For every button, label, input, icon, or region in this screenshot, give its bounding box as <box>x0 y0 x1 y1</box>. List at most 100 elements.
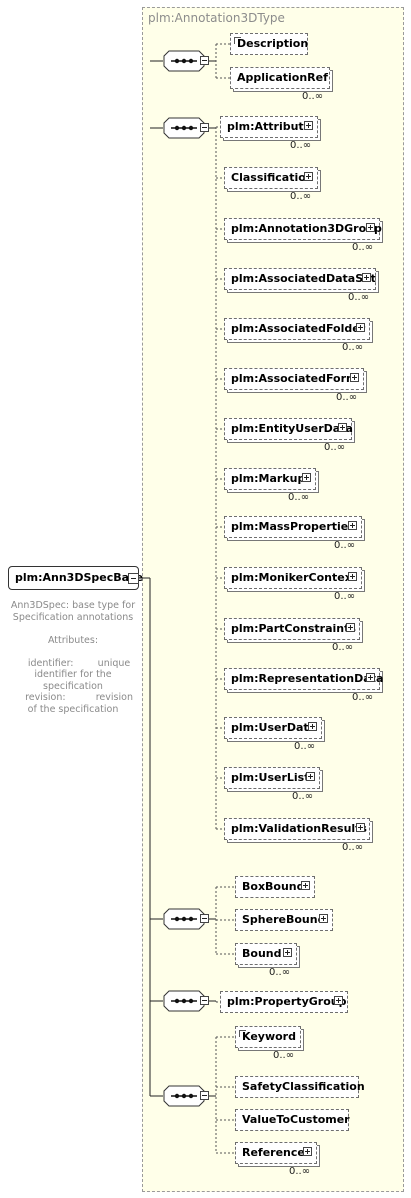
sequence-compositor-icon[interactable] <box>163 990 205 1012</box>
element-plm-monikercontext[interactable]: plm:MonikerContext <box>224 567 362 589</box>
expand-icon[interactable] <box>334 996 343 1005</box>
element-plm-userdata[interactable]: plm:UserData <box>224 717 322 739</box>
documentation-icon <box>234 37 241 44</box>
element-label: plm:AssociatedFolder <box>231 322 366 335</box>
sequence-compositor-icon[interactable] <box>163 117 205 139</box>
cardinality-label: 0..∞ <box>324 442 346 453</box>
cardinality-label: 0..∞ <box>294 741 316 752</box>
element-plm-validationresults[interactable]: plm:ValidationResults <box>224 818 370 840</box>
cardinality-label: 0..∞ <box>290 191 312 202</box>
expand-icon[interactable] <box>301 881 310 890</box>
element-label: plm:UserList <box>231 771 310 784</box>
cardinality-label: 0..∞ <box>289 1166 311 1177</box>
element-label: plm:Markup <box>231 472 306 485</box>
element-label: Bound <box>242 947 282 960</box>
expand-icon[interactable] <box>338 423 347 432</box>
sequence-compositor-icon[interactable] <box>163 50 205 72</box>
root-element-label: plm:Ann3DSpecBase <box>15 571 144 584</box>
element-label: plm:AssociatedForm <box>231 372 358 385</box>
element-plm-partconstraints[interactable]: plm:PartConstraints <box>224 618 360 640</box>
expand-icon[interactable] <box>283 948 292 957</box>
cardinality-label: 0..∞ <box>269 967 291 978</box>
complex-type-title: plm:Annotation3DType <box>148 11 285 25</box>
element-label: plm:PartConstraints <box>231 622 356 635</box>
element-valuetocustomer[interactable]: ValueToCustomer <box>235 1109 350 1131</box>
cardinality-label: 0..∞ <box>342 342 364 353</box>
expand-icon[interactable] <box>350 373 359 382</box>
element-label: plm:EntityUserData <box>231 422 353 435</box>
element-plm-associatedform[interactable]: plm:AssociatedForm <box>224 368 364 390</box>
expand-icon[interactable] <box>304 172 313 181</box>
collapse-icon[interactable] <box>128 573 139 584</box>
cardinality-label: 0..∞ <box>292 791 314 802</box>
sequence-compositor-icon[interactable] <box>163 1085 205 1107</box>
element-bound[interactable]: Bound <box>235 943 297 965</box>
cardinality-label: 0..∞ <box>290 140 312 151</box>
expand-icon[interactable] <box>302 473 311 482</box>
element-plm-representationdata[interactable]: plm:RepresentationData <box>224 668 384 690</box>
element-plm-entityuserdata[interactable]: plm:EntityUserData <box>224 418 353 440</box>
element-keyword[interactable]: Keyword <box>235 1026 301 1048</box>
element-plm-propertygroup[interactable]: plm:PropertyGroup <box>220 991 348 1013</box>
element-label: plm:ValidationResults <box>231 822 367 835</box>
element-label: plm:AssociatedDataSet <box>231 272 376 285</box>
element-plm-associatedfolder[interactable]: plm:AssociatedFolder <box>224 318 370 340</box>
element-applicationref[interactable]: ApplicationRef <box>230 67 330 89</box>
element-label: plm:MassProperties <box>231 520 355 533</box>
documentation-icon <box>239 1030 246 1037</box>
root-element[interactable]: plm:Ann3DSpecBase <box>8 566 143 590</box>
element-label: plm:RepresentationData <box>231 672 384 685</box>
element-label: plm:PropertyGroup <box>227 995 347 1008</box>
element-label: ApplicationRef <box>237 71 328 84</box>
element-label: BoxBound <box>242 880 305 893</box>
expand-icon[interactable] <box>303 1147 312 1156</box>
collapse-icon[interactable] <box>200 123 209 132</box>
element-plm-attribute[interactable]: plm:Attribute <box>220 116 318 138</box>
expand-icon[interactable] <box>346 623 355 632</box>
sequence-compositor-icon[interactable] <box>163 908 205 930</box>
element-label: ValueToCustomer <box>242 1113 350 1126</box>
expand-icon[interactable] <box>308 722 317 731</box>
collapse-icon[interactable] <box>200 56 209 65</box>
expand-icon[interactable] <box>348 521 357 530</box>
cardinality-label: 0..∞ <box>352 692 374 703</box>
expand-icon[interactable] <box>319 914 328 923</box>
element-plm-userlist[interactable]: plm:UserList <box>224 767 320 789</box>
cardinality-label: 0..∞ <box>334 591 356 602</box>
element-description[interactable]: Description <box>230 33 308 55</box>
expand-icon[interactable] <box>348 572 357 581</box>
expand-icon[interactable] <box>356 823 365 832</box>
element-plm-associateddataset[interactable]: plm:AssociatedDataSet <box>224 268 376 290</box>
expand-icon[interactable] <box>366 223 375 232</box>
element-label: Reference <box>242 1146 305 1159</box>
element-boxbound[interactable]: BoxBound <box>235 876 315 898</box>
element-reference[interactable]: Reference <box>235 1142 317 1164</box>
cardinality-label: 0..∞ <box>352 242 374 253</box>
cardinality-label: 0..∞ <box>342 842 364 853</box>
expand-icon[interactable] <box>356 323 365 332</box>
element-safetyclassification[interactable]: SafetyClassification <box>235 1076 365 1098</box>
annotation-text: Ann3DSpec: base type for Specification a… <box>10 600 136 715</box>
expand-icon[interactable] <box>366 673 375 682</box>
cardinality-label: 0..∞ <box>288 492 310 503</box>
collapse-icon[interactable] <box>200 914 209 923</box>
collapse-icon[interactable] <box>200 1091 209 1100</box>
element-label: SphereBound <box>242 913 326 926</box>
element-label: Description <box>237 37 309 50</box>
collapse-icon[interactable] <box>200 996 209 1005</box>
expand-icon[interactable] <box>362 273 371 282</box>
element-label: plm:Annotation3DGroup <box>231 222 382 235</box>
expand-icon[interactable] <box>304 121 313 130</box>
cardinality-label: 0..∞ <box>302 91 324 102</box>
element-plm-massproperties[interactable]: plm:MassProperties <box>224 516 362 538</box>
element-spherebound[interactable]: SphereBound <box>235 909 333 931</box>
element-plm-markup[interactable]: plm:Markup <box>224 468 316 490</box>
expand-icon[interactable] <box>306 772 315 781</box>
element-classification[interactable]: Classification <box>224 167 318 189</box>
element-plm-annotation3dgroup[interactable]: plm:Annotation3DGroup <box>224 218 382 240</box>
element-label: Classification <box>231 171 314 184</box>
cardinality-label: 0..∞ <box>348 292 370 303</box>
cardinality-label: 0..∞ <box>332 642 354 653</box>
